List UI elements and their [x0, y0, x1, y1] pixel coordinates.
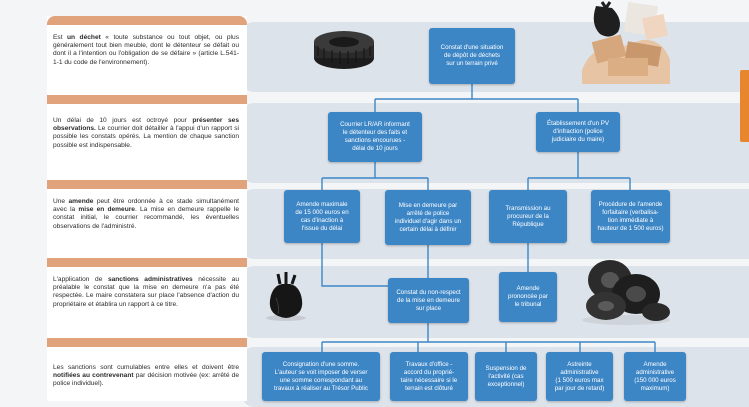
box-suspension: Suspension de l'activité (cas exceptionn…: [475, 352, 537, 401]
paragraph-text: Est: [53, 34, 68, 41]
box-transmission: Transmission au procureur de la Républiq…: [489, 190, 567, 243]
box-travaux: Travaux d'office - accord du proprié- ta…: [390, 352, 468, 401]
band-2: [242, 103, 749, 183]
paragraph-bold-text: un déchet: [67, 34, 101, 41]
paragraph-amende: Une amende peut être ordonnée à ce stade…: [53, 198, 239, 231]
box-amende-tribunal: Amende prononcée par le tribunal: [499, 272, 557, 322]
tab-4: [47, 258, 247, 267]
box-constat-non-respect: Constat du non-respect de la mise en dem…: [388, 278, 469, 323]
paragraph-text: L'application de: [53, 276, 108, 283]
paragraph-cumulables: Les sanctions sont cumulables entre elle…: [53, 364, 239, 389]
garbage-bag-icon: [266, 272, 306, 321]
box-courrier: Courrier LR/AR informant le détenteur de…: [328, 112, 422, 162]
garbage-pile-icon: [582, 1, 670, 84]
paragraph-bold-text: sanctions administratives: [107, 276, 193, 283]
box-amende-max: Amende maximale de 15 000 euros en cas d…: [284, 190, 360, 243]
left-panel: [47, 16, 247, 401]
paragraph-text: Une: [53, 198, 69, 205]
paragraph-text: « toute substance ou tout objet, ou plus…: [53, 34, 239, 66]
paragraph-text: peut être ordonnée à ce stade simultaném…: [53, 198, 239, 214]
paragraph-sanctions: L'application de sanctions administrativ…: [53, 276, 239, 309]
paragraph-text: Un délai de 10 jours est octroyé pour: [53, 117, 193, 124]
band-4: [242, 266, 749, 338]
paragraph-observations: Un délai de 10 jours est octroyé pour pr…: [53, 117, 239, 150]
box-astreinte: Astreinte administrative (1 500 euros ma…: [546, 352, 613, 401]
tire-icon: [314, 31, 374, 69]
tab-1: [47, 16, 247, 25]
tab-5: [47, 338, 247, 347]
paragraph-bold-text: amende: [68, 198, 94, 205]
paragraph-bold-text: mise en demeure: [78, 206, 135, 214]
paragraph-definition: Est un déchet « toute substance ou tout …: [53, 34, 239, 67]
paragraph-text: par décision motivée (ex: arrêté de poli…: [53, 372, 239, 388]
tire-pile-icon: [582, 260, 670, 325]
box-amende-admin: Amende administrative (150 000 euros max…: [624, 352, 686, 401]
tab-3: [47, 180, 247, 189]
box-amende-forfaitaire: Procédure de l'amende forfaitaire (verba…: [591, 190, 670, 243]
paragraph-text: Les sanctions sont cumulables entre elle…: [53, 364, 239, 371]
tab-2: [47, 95, 247, 104]
paragraph-text: . La mise en demeure rappelle le constat…: [53, 206, 239, 230]
box-consignation: Consignation d'une somme. L'auteur se vo…: [262, 352, 380, 401]
paragraph-bold-text: présenter ses observations.: [53, 117, 239, 133]
paragraph-text: nécessite au préalable le constat que la…: [53, 276, 240, 308]
accent-strip: [740, 70, 749, 142]
paragraph-text: Le courrier doit détailler à l'appui d'u…: [53, 125, 239, 149]
box-pv: Établissement d'un PV d'infraction (poli…: [536, 112, 620, 152]
box-constat-initial: Constat d'une situation de dépôt de déch…: [429, 28, 515, 84]
box-mise-en-demeure: Mise en demeure par arrêté de police ind…: [385, 190, 471, 245]
paragraph-bold-text: notifiées au contrevenant: [53, 372, 134, 380]
